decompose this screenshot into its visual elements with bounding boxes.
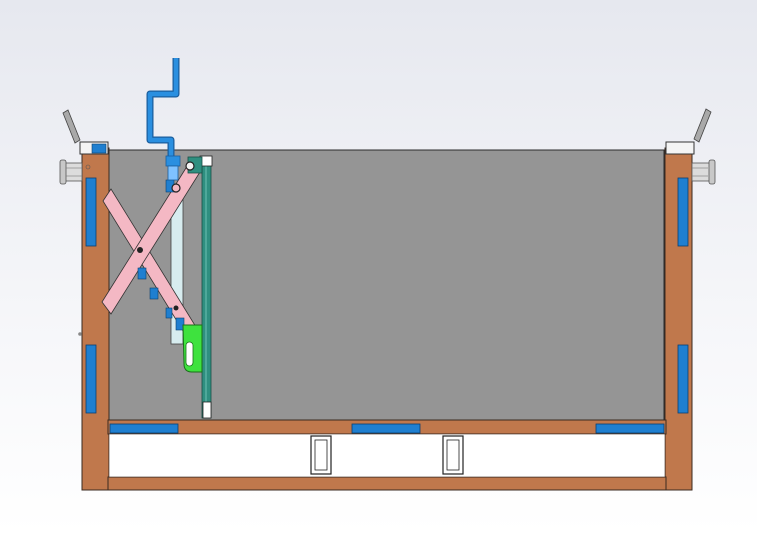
cylinder-collar: [165, 307, 173, 319]
left-toggle-clamp-icon[interactable]: [59, 109, 109, 185]
right-toggle-clamp-icon[interactable]: [665, 108, 716, 185]
right-post-pad-lower: [677, 344, 689, 414]
pivot-lower: [173, 305, 179, 311]
left-post-marker: [85, 164, 91, 170]
support-bracket-right: [442, 435, 464, 475]
crossbar-pad-middle: [351, 423, 421, 434]
support-bracket-right-inner: [446, 439, 460, 471]
green-slide-bracket: [182, 324, 203, 373]
left-post-side-bolt: [78, 332, 82, 336]
slider-block-mid: [137, 267, 147, 280]
slider-block-low: [149, 287, 159, 300]
slider-block-bottom: [175, 317, 185, 331]
top-mount-pin: [185, 161, 195, 171]
pivot-center: [137, 247, 143, 253]
left-post-pad-upper: [85, 177, 97, 247]
crossbar-pad-left: [109, 423, 179, 434]
crossbar-pad-right: [595, 423, 665, 434]
left-post-pad-lower: [85, 344, 97, 414]
hand-crank-icon[interactable]: [146, 58, 181, 181]
pivot-top: [171, 183, 181, 193]
gray-panel: [107, 149, 667, 421]
support-bracket-left-inner: [314, 439, 328, 471]
right-post-pad-upper: [677, 177, 689, 247]
lower-crossbar: [107, 476, 667, 491]
support-bracket-left: [310, 435, 332, 475]
guide-rail-bottom-cap: [202, 401, 212, 419]
rail-gap: [108, 433, 666, 478]
